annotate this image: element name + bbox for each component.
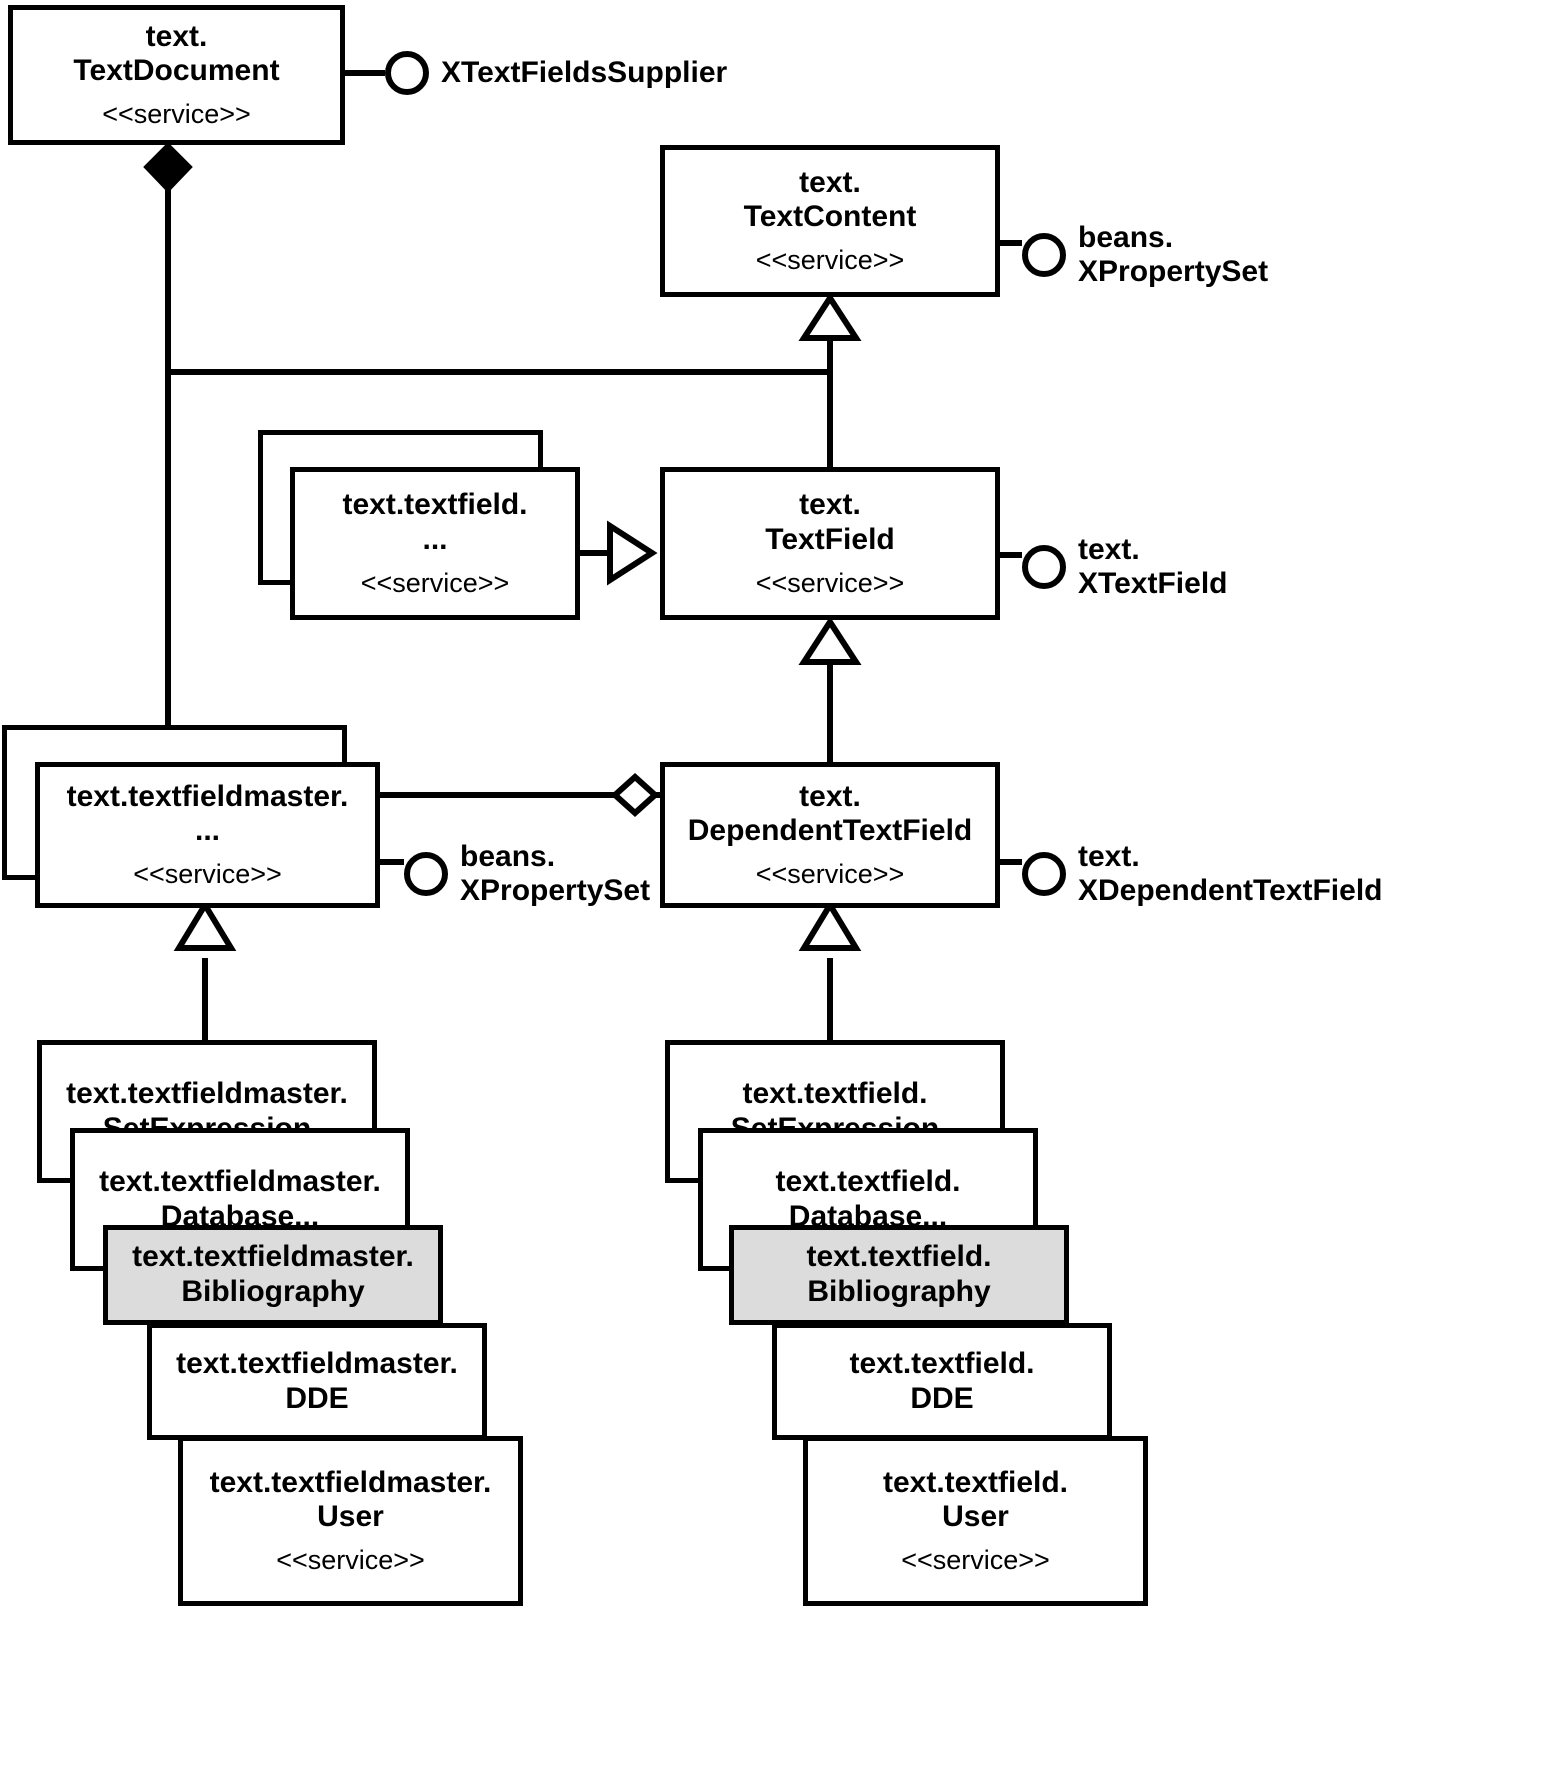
lollipop-circle-icon [385,51,429,95]
interface-text-xdependenttextfield[interactable]: text. XDependentTextField [1022,840,1382,907]
box-title-line1: text.textfield. [806,1240,992,1274]
box-title-line2: DDE [910,1381,974,1415]
lollipop-circle-icon [1022,232,1066,277]
box-stereotype: <<service>> [755,567,905,598]
interface-label: beans. XPropertySet [1078,221,1268,288]
box-title-line2: ... [194,814,220,848]
box-title-line2: TextContent [743,200,917,234]
box-master-user[interactable]: text.textfieldmaster. User <<service>> [178,1436,523,1606]
interface-label-line1: text. [1078,840,1140,873]
interface-label-line2: XTextField [1078,566,1228,600]
box-title-line1: text.textfieldmaster. [66,1076,348,1110]
box-title-line1: text. [799,779,861,813]
interface-label-line1: XTextFieldsSupplier [441,56,728,90]
box-field-user[interactable]: text.textfield. User <<service>> [803,1436,1148,1606]
box-stereotype: <<service>> [901,1545,1050,1576]
box-title-line1: text.textfield. [742,1076,928,1110]
box-title-line1: text.textfieldmaster. [176,1346,458,1380]
box-title-line1: text.textfield. [775,1164,961,1198]
box-stereotype: <<service>> [133,859,282,890]
interface-text-xtextfield[interactable]: text. XTextField [1022,533,1227,600]
box-text-dependenttextfield[interactable]: text. DependentTextField <<service>> [660,762,1000,908]
interface-label: text. XTextField [1078,533,1227,600]
interface-beans-xpropertyset-textcontent[interactable]: beans. XPropertySet [1022,221,1268,288]
interface-xtextfieldssupplier[interactable]: XTextFieldsSupplier [385,51,727,95]
box-master-bibliography[interactable]: text.textfieldmaster. Bibliography [103,1225,443,1325]
box-text-textcontent[interactable]: text. TextContent <<service>> [660,145,1000,297]
box-text-textfieldmaster-generic[interactable]: text.textfieldmaster. ... <<service>> [35,762,380,908]
interface-beans-xpropertyset-textfieldmaster[interactable]: beans. XPropertySet [404,840,650,907]
box-title-line1: text.textfield. [342,488,528,522]
box-title-line2: ... [422,522,448,556]
box-title-line2: TextField [765,522,895,556]
interface-label-line1: text. [1078,533,1140,566]
box-text-textfield[interactable]: text. TextField <<service>> [660,467,1000,620]
interface-label-line2: XPropertySet [460,873,651,907]
box-title-line2: Bibliography [181,1275,365,1308]
box-field-dde[interactable]: text.textfield. DDE [772,1323,1112,1440]
interface-label-line1: beans. [460,840,556,873]
box-title-line1: text.textfieldmaster. [99,1164,381,1198]
box-title-line1: text.textfieldmaster. [132,1240,414,1274]
lollipop-circle-icon [1022,544,1066,589]
lollipop-circle-icon [404,851,448,896]
box-stereotype: <<service>> [755,245,905,276]
lollipop-circle-icon [1022,851,1066,896]
box-title-line2: TextDocument [73,54,280,88]
box-title-line1: text. [145,19,208,53]
box-title-line2: User [317,1500,384,1534]
interface-label: XTextFieldsSupplier [441,56,727,90]
box-title-line2: User [942,1500,1009,1534]
box-title-line1: text.textfield. [882,1465,1069,1499]
box-title-line1: text.textfieldmaster. [66,779,349,813]
interface-label: text. XDependentTextField [1078,840,1382,907]
box-title-line1: text. [799,488,861,522]
box-stereotype: <<service>> [102,99,251,130]
interface-label-line2: XDependentTextField [1078,873,1383,907]
box-title-line1: text.textfield. [849,1346,1035,1380]
interface-label-line1: beans. [1078,221,1174,254]
box-stereotype: <<service>> [755,859,905,890]
box-title-line2: Bibliography [807,1275,991,1308]
box-master-dde[interactable]: text.textfieldmaster. DDE [147,1323,487,1440]
box-stereotype: <<service>> [276,1545,425,1576]
box-title-line2: DDE [285,1381,349,1415]
box-text-textfield-generic[interactable]: text.textfield. ... <<service>> [290,467,580,620]
box-field-bibliography[interactable]: text.textfield. Bibliography [729,1225,1069,1325]
box-stereotype: <<service>> [360,567,510,598]
box-title-line1: text.textfieldmaster. [209,1465,492,1499]
interface-label-line2: XPropertySet [1078,254,1269,288]
box-text-textdocument[interactable]: text. TextDocument <<service>> [8,5,345,145]
interface-label: beans. XPropertySet [460,840,650,907]
box-title-line1: text. [799,165,861,199]
box-title-line2: DependentTextField [687,814,973,848]
